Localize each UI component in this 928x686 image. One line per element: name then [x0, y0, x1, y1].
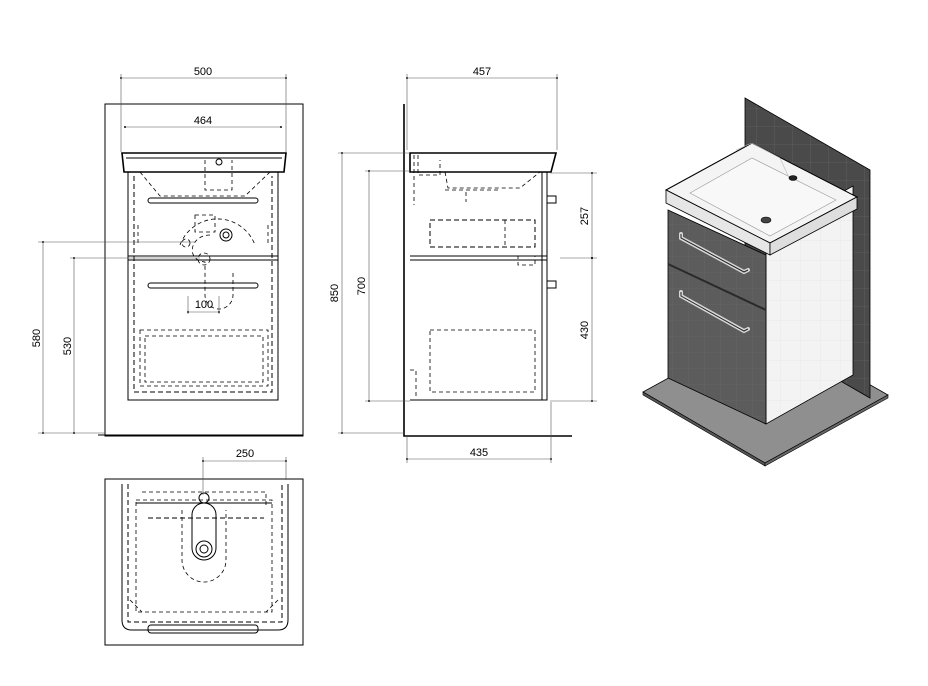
dim-height-580: 580 [31, 329, 43, 347]
dim-front-width-outer: 500 [194, 66, 212, 78]
dim-side-depth-bottom: 435 [470, 447, 488, 459]
dim-height-530: 530 [62, 337, 74, 355]
dim-side-height-total: 850 [329, 284, 341, 302]
front-view: 500 464 100 580 530 [31, 66, 304, 437]
dim-front-width-inner: 464 [194, 115, 212, 127]
isometric-render [642, 97, 889, 467]
side-view: 457 850 700 257 430 435 [329, 66, 597, 463]
dim-top-view-offset: 250 [236, 448, 254, 460]
drain-icon [760, 216, 772, 224]
dim-side-height-cabinet: 700 [356, 277, 368, 295]
top-view: 250 [104, 448, 304, 646]
tap-hole-icon [788, 175, 798, 181]
dim-drawer-lower: 430 [579, 321, 591, 339]
dim-side-depth-top: 457 [473, 66, 491, 78]
dim-drain-offset: 100 [195, 299, 213, 311]
dim-drawer-upper: 257 [579, 207, 591, 225]
